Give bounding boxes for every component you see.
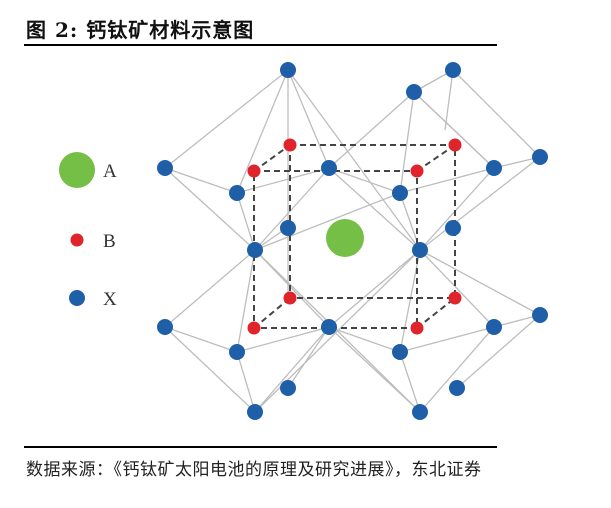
legend: A B X (59, 152, 117, 310)
figure-label: 图 (26, 18, 47, 42)
figure-title: 图 2: 钙钛矿材料示意图 (26, 14, 254, 43)
top-rule (24, 44, 497, 46)
a-site-atom (326, 219, 364, 257)
legend-b-marker (70, 233, 84, 247)
legend-b-label: B (103, 231, 116, 252)
legend-x-label: X (103, 289, 117, 310)
legend-a-label: A (103, 161, 117, 182)
legend-x-marker (69, 290, 85, 306)
figure-caption: 钙钛矿材料示意图 (86, 18, 255, 42)
bottom-rule (24, 446, 497, 448)
legend-a-marker (59, 152, 95, 188)
source-note: 数据来源：《钙钛矿太阳电池的原理及研究进展》，东北证券 (26, 460, 482, 480)
x-atoms (157, 62, 548, 420)
b-atoms (247, 138, 462, 335)
figure-number: 2: (55, 18, 79, 42)
